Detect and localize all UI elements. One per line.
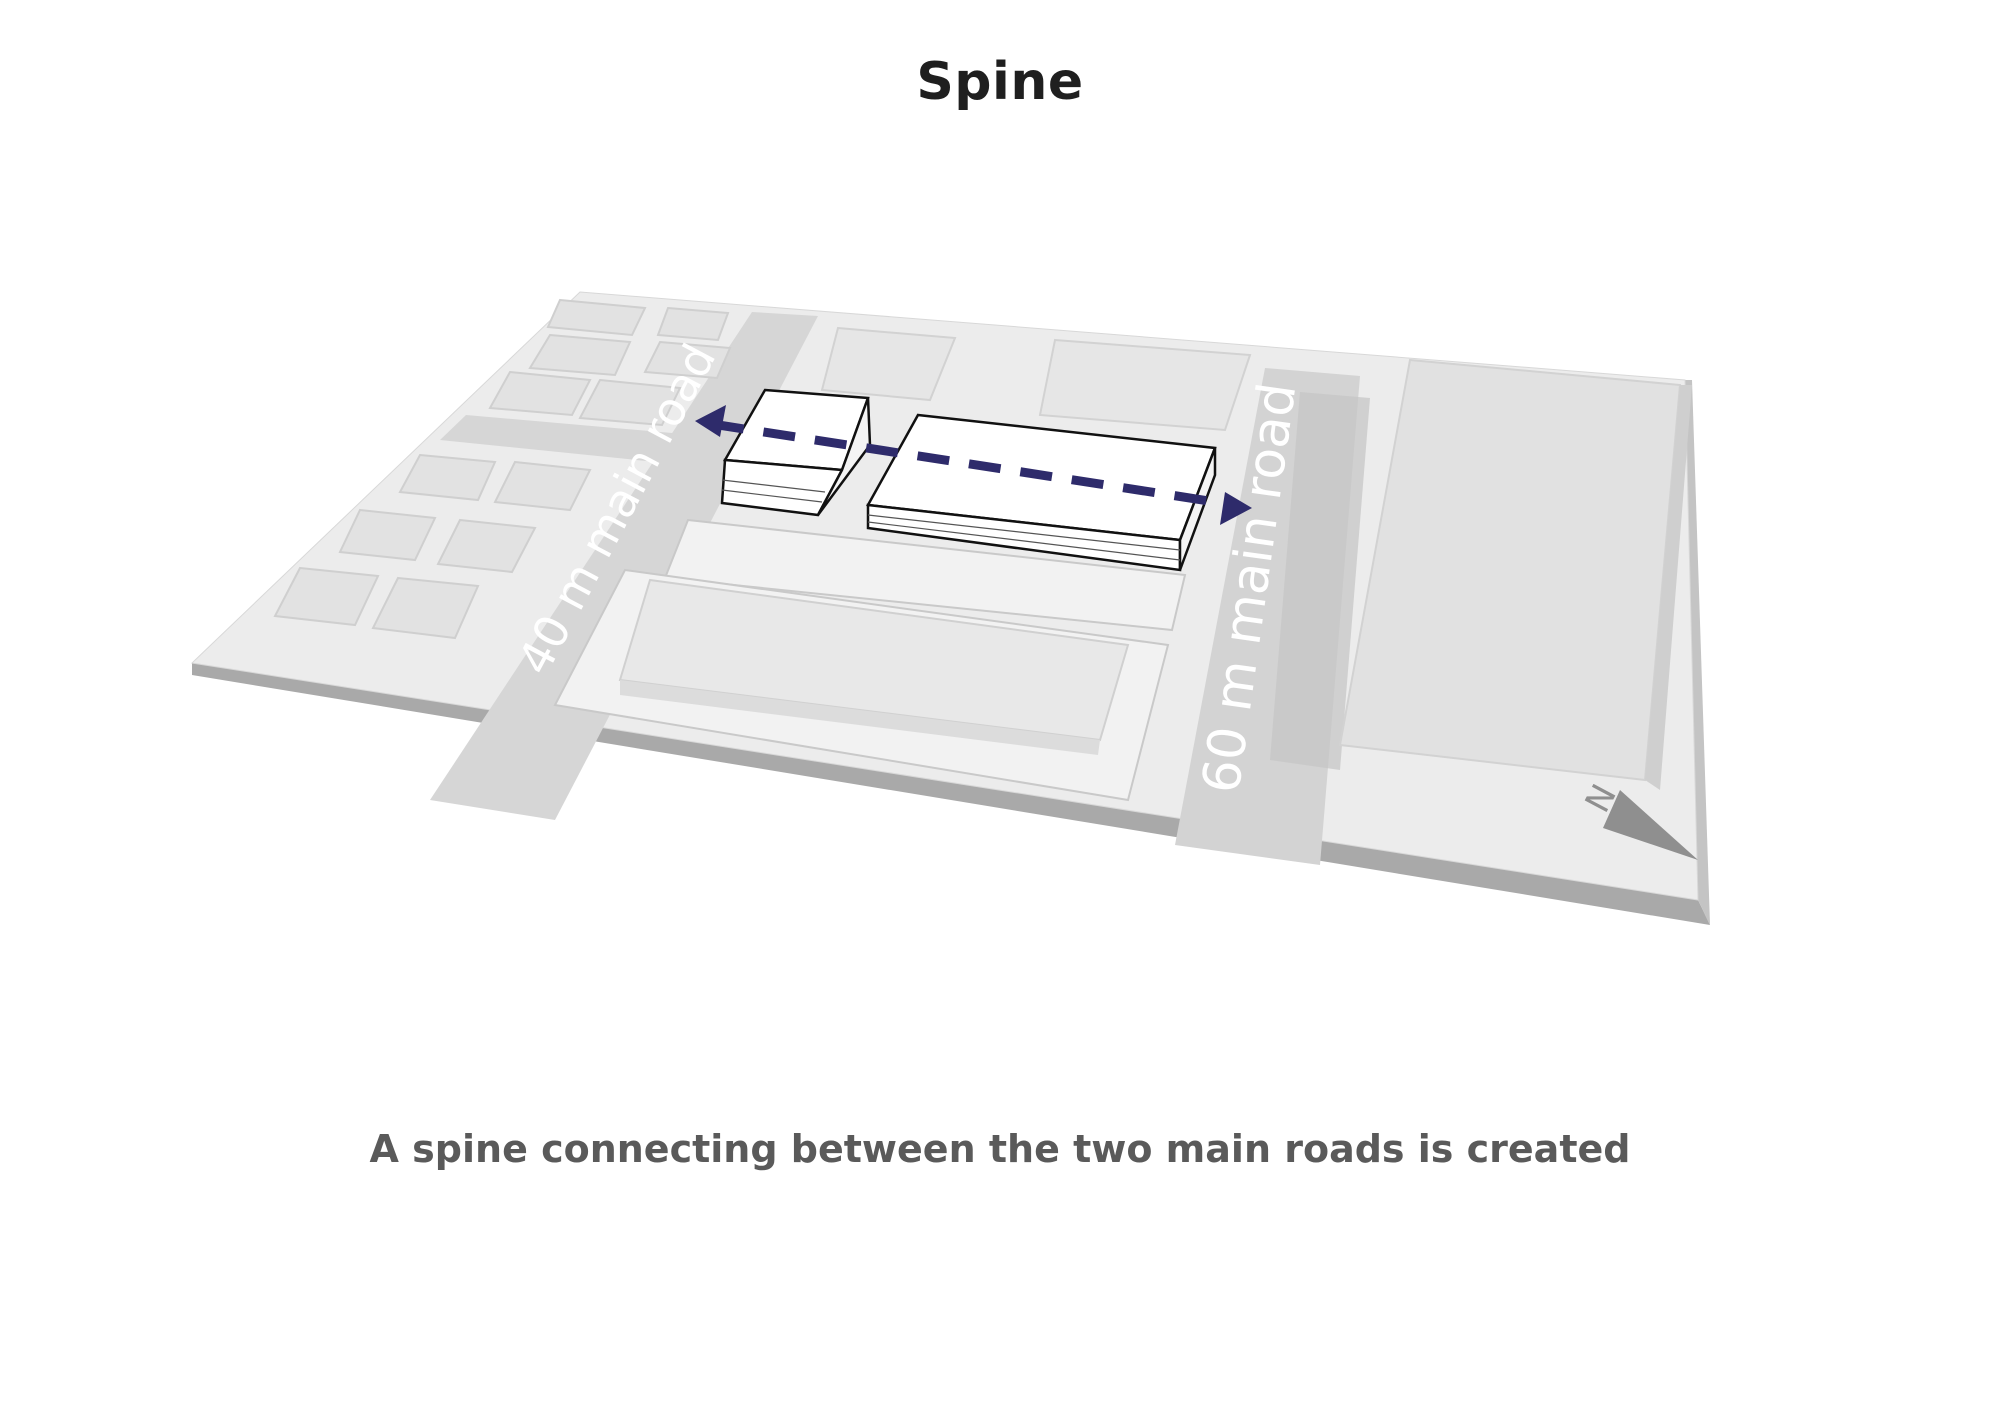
central-lane-1 xyxy=(663,518,1187,632)
east-large-building-side xyxy=(1645,385,1692,790)
house xyxy=(488,370,592,417)
spine-arrowhead-west xyxy=(695,405,726,437)
house xyxy=(528,333,632,377)
highlighted-building-small xyxy=(720,388,872,517)
house xyxy=(398,453,497,502)
house xyxy=(436,518,537,574)
diagram-title: Spine xyxy=(916,52,1084,112)
spine-arrow xyxy=(695,405,1252,525)
house xyxy=(273,566,380,627)
house xyxy=(643,340,732,380)
north-building-1 xyxy=(820,326,957,402)
base-slab-side xyxy=(1685,380,1710,925)
diagram-caption: A spine connecting between the two main … xyxy=(369,1127,1631,1171)
house xyxy=(371,576,480,640)
spine-arrowhead-east xyxy=(1220,492,1252,525)
house xyxy=(493,460,592,512)
north-building-2 xyxy=(1038,338,1252,432)
east-road-shadow xyxy=(1270,392,1370,770)
house xyxy=(578,378,682,427)
spine-line xyxy=(711,419,1236,510)
central-block-building-front xyxy=(620,680,1100,755)
west-cross-road xyxy=(440,415,752,470)
house xyxy=(338,508,437,562)
house xyxy=(656,306,730,342)
house xyxy=(546,298,647,337)
west-houses xyxy=(273,298,732,640)
